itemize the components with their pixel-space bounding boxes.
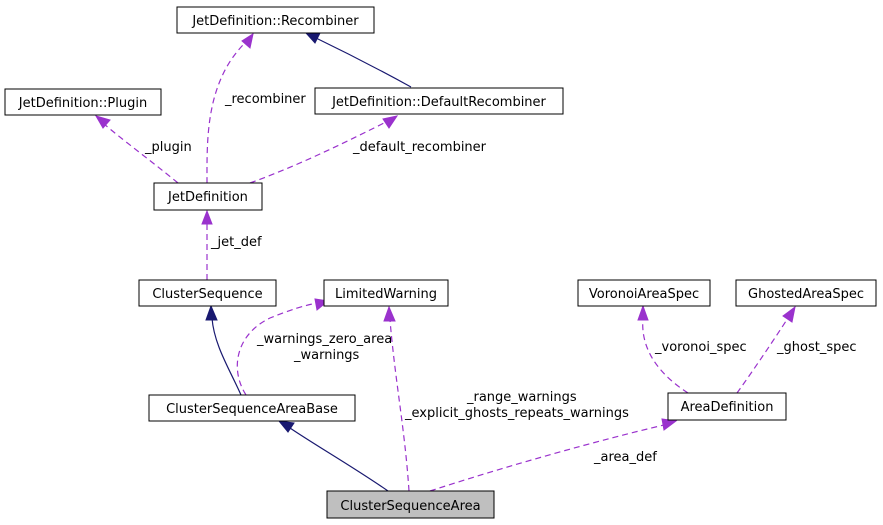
- edge-label-plugin: _plugin: [144, 140, 192, 155]
- edge-label-ghost-spec: _ghost_spec: [776, 340, 857, 355]
- node-area-definition[interactable]: AreaDefinition: [667, 392, 787, 421]
- node-recombiner[interactable]: JetDefinition::Recombiner: [176, 6, 375, 34]
- usage-arrowhead: [94, 115, 111, 129]
- edge-label-area-def: _area_def: [593, 450, 657, 465]
- node-limited-warning-label: LimitedWarning: [335, 287, 437, 302]
- usage-arrowhead: [782, 305, 796, 323]
- node-recombiner-label: JetDefinition::Recombiner: [191, 14, 359, 29]
- usage-arrowhead: [201, 209, 213, 225]
- edge-label-voronoi-spec: _voronoi_spec: [654, 340, 747, 355]
- edge-label-warnings-zero-area: _warnings_zero_area: [256, 332, 392, 347]
- node-cluster-sequence-area-base-label: ClusterSequenceAreaBase: [166, 402, 338, 417]
- edge-label-jet-def: _jet_def: [210, 235, 262, 250]
- edge-clustersequencearea-clustersequenceareabase: [289, 427, 389, 492]
- edge-clustersequencearea-areadefinition: [429, 424, 665, 492]
- edge-clustersequencearea-limitedwarning: [389, 319, 410, 492]
- node-ghosted-area-spec[interactable]: GhostedAreaSpec: [735, 279, 877, 307]
- usage-arrowhead: [241, 32, 254, 49]
- inherit-arrowhead: [304, 32, 321, 44]
- inherit-arrowhead: [277, 420, 295, 433]
- node-cluster-sequence-label: ClusterSequence: [152, 287, 262, 302]
- node-area-definition-label: AreaDefinition: [681, 400, 774, 415]
- node-voronoi-area-spec-label: VoronoiAreaSpec: [589, 287, 699, 302]
- edge-label-explicit-ghosts-repeats-warnings: _explicit_ghosts_repeats_warnings: [404, 406, 629, 421]
- node-default-recombiner[interactable]: JetDefinition::DefaultRecombiner: [314, 87, 564, 115]
- edge-label-range-warnings: _range_warnings: [466, 390, 577, 405]
- node-plugin[interactable]: JetDefinition::Plugin: [4, 88, 162, 116]
- node-cluster-sequence[interactable]: ClusterSequence: [138, 279, 277, 307]
- node-cluster-sequence-area[interactable]: ClusterSequenceArea: [326, 490, 495, 519]
- node-jet-definition-label: JetDefinition: [167, 190, 248, 205]
- edge-label-recombiner: _recombiner: [224, 92, 306, 107]
- node-voronoi-area-spec[interactable]: VoronoiAreaSpec: [577, 279, 711, 307]
- edge-areadefinition-voronoiareaspec: [642, 317, 689, 394]
- inherit-arrowhead: [205, 304, 218, 321]
- edge-clustersequenceareabase-limitedwarning: [236, 302, 319, 396]
- usage-arrowhead: [382, 115, 399, 129]
- edge-areadefinition-ghostedareaspec: [736, 317, 789, 394]
- edge-jetdefinition-plugin: [102, 122, 179, 184]
- edge-clustersequenceareabase-clustersequence: [211, 317, 242, 396]
- node-cluster-sequence-area-label: ClusterSequenceArea: [340, 499, 480, 514]
- node-default-recombiner-label: JetDefinition::DefaultRecombiner: [331, 95, 546, 110]
- edge-jetdefinition-recombiner: [206, 39, 249, 184]
- usage-arrowhead: [383, 305, 396, 322]
- usage-arrowhead: [637, 304, 649, 321]
- node-ghosted-area-spec-label: GhostedAreaSpec: [748, 287, 864, 302]
- usage-arrowhead: [661, 418, 678, 431]
- edge-defaultrecombiner-recombiner: [315, 37, 412, 88]
- node-cluster-sequence-area-base[interactable]: ClusterSequenceAreaBase: [148, 394, 356, 422]
- node-plugin-label: JetDefinition::Plugin: [18, 96, 147, 111]
- node-limited-warning[interactable]: LimitedWarning: [323, 279, 449, 307]
- edge-label-default-recombiner: _default_recombiner: [352, 140, 487, 155]
- node-jet-definition[interactable]: JetDefinition: [153, 182, 263, 211]
- edge-label-warnings: _warnings: [293, 348, 360, 363]
